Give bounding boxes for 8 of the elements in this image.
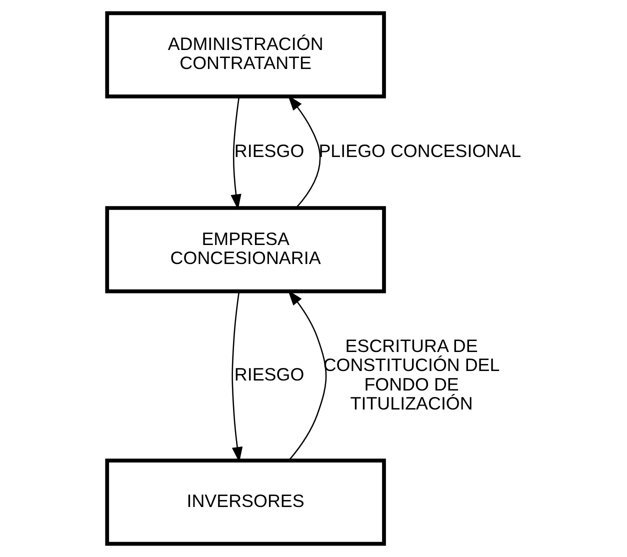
edge-label: RIESGO: [234, 140, 304, 161]
arrow: [288, 290, 327, 461]
node-box: EMPRESA CONCESIONARIA: [105, 206, 386, 294]
node-box: INVERSORES: [105, 458, 386, 546]
edge-label: PLIEGO CONCESIONAL: [318, 140, 522, 161]
node-box: ADMINISTRACIÓN CONTRATANTE: [105, 11, 386, 98]
arrow: [288, 95, 321, 208]
edge-label: RIESGO: [234, 364, 304, 385]
